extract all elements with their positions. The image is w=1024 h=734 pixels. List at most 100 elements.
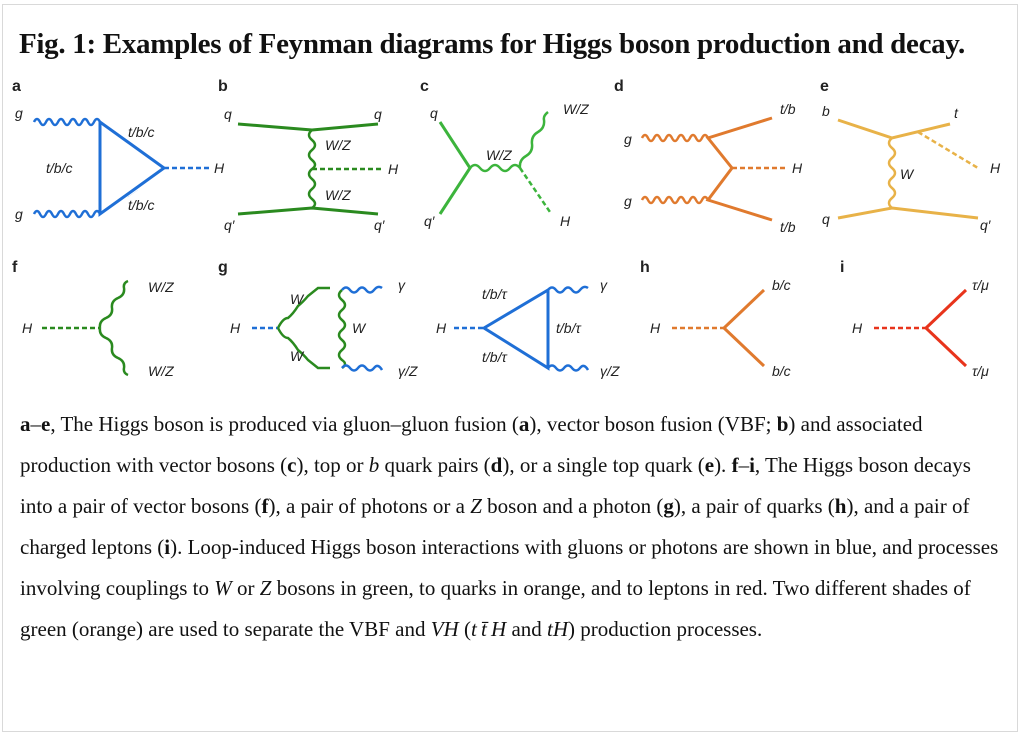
caption-text: ). Loop-induced Higgs boson interactions… bbox=[20, 535, 999, 600]
caption-ref: g bbox=[663, 494, 674, 518]
caption-italic: t t̄ H bbox=[470, 617, 507, 641]
quark-line bbox=[837, 118, 951, 140]
arrow-icon bbox=[736, 125, 748, 130]
panel-d-label: d bbox=[614, 78, 624, 95]
w-z-boson-line bbox=[98, 327, 129, 377]
label-wz-bottom: W/Z bbox=[325, 187, 351, 203]
label-gamma: γ bbox=[398, 277, 406, 293]
label-h: H bbox=[22, 320, 33, 336]
w-boson-line bbox=[337, 289, 347, 370]
caption-text: ), and a pair of charged leptons ( bbox=[20, 494, 970, 559]
arrow-icon bbox=[511, 345, 521, 352]
arrow-icon bbox=[266, 210, 278, 213]
quark-line bbox=[237, 122, 379, 132]
caption-italic: VH bbox=[430, 617, 459, 641]
w-z-boson-line bbox=[469, 163, 521, 173]
w-boson-line bbox=[887, 137, 897, 209]
label-g-bottom: g bbox=[624, 193, 632, 209]
label-qprime: q′ bbox=[980, 217, 992, 233]
w-boson-line bbox=[276, 286, 330, 329]
arrow-icon bbox=[123, 138, 135, 147]
label-gamma-z: γ/Z bbox=[600, 363, 620, 379]
panel-c-diagram: c q q′ W/Z W/Z H bbox=[420, 78, 589, 229]
caption-ref: e bbox=[41, 412, 51, 436]
label-w-top: W bbox=[290, 291, 305, 307]
caption-italic: b bbox=[368, 453, 380, 477]
label-wz-out: W/Z bbox=[563, 101, 589, 117]
label-wz-top: W/Z bbox=[325, 137, 351, 153]
caption-ref: f bbox=[261, 494, 269, 518]
label-wz-top: W/Z bbox=[148, 279, 174, 295]
caption-text: and bbox=[506, 617, 548, 641]
caption-ref: a bbox=[518, 412, 530, 436]
caption-text: bosons in green, to quarks in orange, an… bbox=[20, 576, 971, 641]
label-q-left: q bbox=[224, 106, 232, 122]
label-q-right: q bbox=[374, 106, 382, 122]
label-g-top: g bbox=[624, 131, 632, 147]
arrow-icon bbox=[929, 126, 939, 130]
label-h: H bbox=[230, 320, 241, 336]
label-h: H bbox=[560, 213, 571, 229]
caption-text: ), top or bbox=[296, 453, 369, 477]
label-loop-bottom: t/b/c bbox=[128, 197, 154, 213]
panel-i-label: i bbox=[840, 259, 844, 276]
caption-text: quark pairs ( bbox=[379, 453, 491, 477]
label-wz-mid: W/Z bbox=[486, 147, 512, 163]
arrow-icon bbox=[451, 186, 459, 197]
label-loop-right: t/b/τ bbox=[556, 320, 581, 336]
arrow-icon bbox=[346, 125, 358, 128]
panel-g-fermion-diagram: H t/b/τ t/b/τ t/b/τ γ γ/Z bbox=[436, 277, 620, 379]
gluon-line bbox=[32, 117, 102, 127]
quark-line bbox=[438, 121, 472, 215]
caption-text: ), a pair of photons or a bbox=[268, 494, 471, 518]
label-tb-bottom: t/b bbox=[780, 219, 796, 235]
label-w-bottom: W bbox=[290, 348, 305, 364]
label-qprime-left: q′ bbox=[224, 217, 236, 233]
panel-b-diagram: b q q q′ q′ W/Z W/Z H bbox=[218, 78, 399, 233]
higgs-line bbox=[917, 130, 979, 170]
label-h: H bbox=[436, 320, 447, 336]
caption-ref: b bbox=[776, 412, 789, 436]
caption-text: ). bbox=[714, 453, 732, 477]
panel-c-label: c bbox=[420, 78, 429, 95]
label-loop-bottom: t/b/τ bbox=[482, 349, 507, 365]
panel-g-diagram: g H W W W γ γ/Z bbox=[218, 259, 418, 379]
arrow-icon bbox=[861, 211, 871, 215]
caption-text: ), or a single top quark ( bbox=[502, 453, 705, 477]
label-qprime-right: q′ bbox=[374, 217, 386, 233]
label-qprime: q′ bbox=[424, 213, 436, 229]
quark-line bbox=[237, 206, 379, 216]
caption-ref: e bbox=[704, 453, 715, 477]
panel-h-diagram: h H b/c b/c bbox=[640, 259, 791, 379]
label-q: q bbox=[430, 105, 438, 121]
caption-text: ), a pair of quarks ( bbox=[673, 494, 835, 518]
arrow-icon bbox=[931, 212, 943, 215]
arrow-icon bbox=[941, 304, 951, 314]
arrow-icon bbox=[127, 189, 139, 198]
arrow-icon bbox=[716, 149, 724, 158]
label-h: H bbox=[990, 160, 1001, 176]
arrow-icon bbox=[739, 342, 749, 352]
arrow-icon bbox=[451, 139, 459, 150]
label-bc-bottom: b/c bbox=[772, 363, 791, 379]
w-z-boson-line bbox=[307, 129, 317, 210]
label-tb-top: t/b bbox=[780, 101, 796, 117]
caption-ref: i bbox=[164, 535, 171, 559]
higgs-line bbox=[518, 167, 552, 213]
panel-b-label: b bbox=[218, 78, 228, 95]
label-lepton-bottom: τ/μ bbox=[972, 363, 989, 379]
panel-f-diagram: f H W/Z W/Z bbox=[12, 259, 174, 379]
arrow-icon bbox=[941, 342, 951, 352]
gluon-line bbox=[32, 209, 102, 219]
panel-f-label: f bbox=[12, 259, 18, 276]
label-h: H bbox=[388, 161, 399, 177]
figure-caption: a–e, The Higgs boson is produced via glu… bbox=[20, 404, 1005, 650]
caption-ref: c bbox=[287, 453, 297, 477]
label-loop-top: t/b/τ bbox=[482, 286, 507, 302]
caption-italic: Z bbox=[470, 494, 482, 518]
label-loop-left: t/b/c bbox=[46, 160, 72, 176]
caption-italic: W bbox=[214, 576, 232, 600]
label-h: H bbox=[792, 160, 803, 176]
label-g-top: g bbox=[15, 105, 23, 121]
caption-ref: a bbox=[20, 412, 31, 436]
